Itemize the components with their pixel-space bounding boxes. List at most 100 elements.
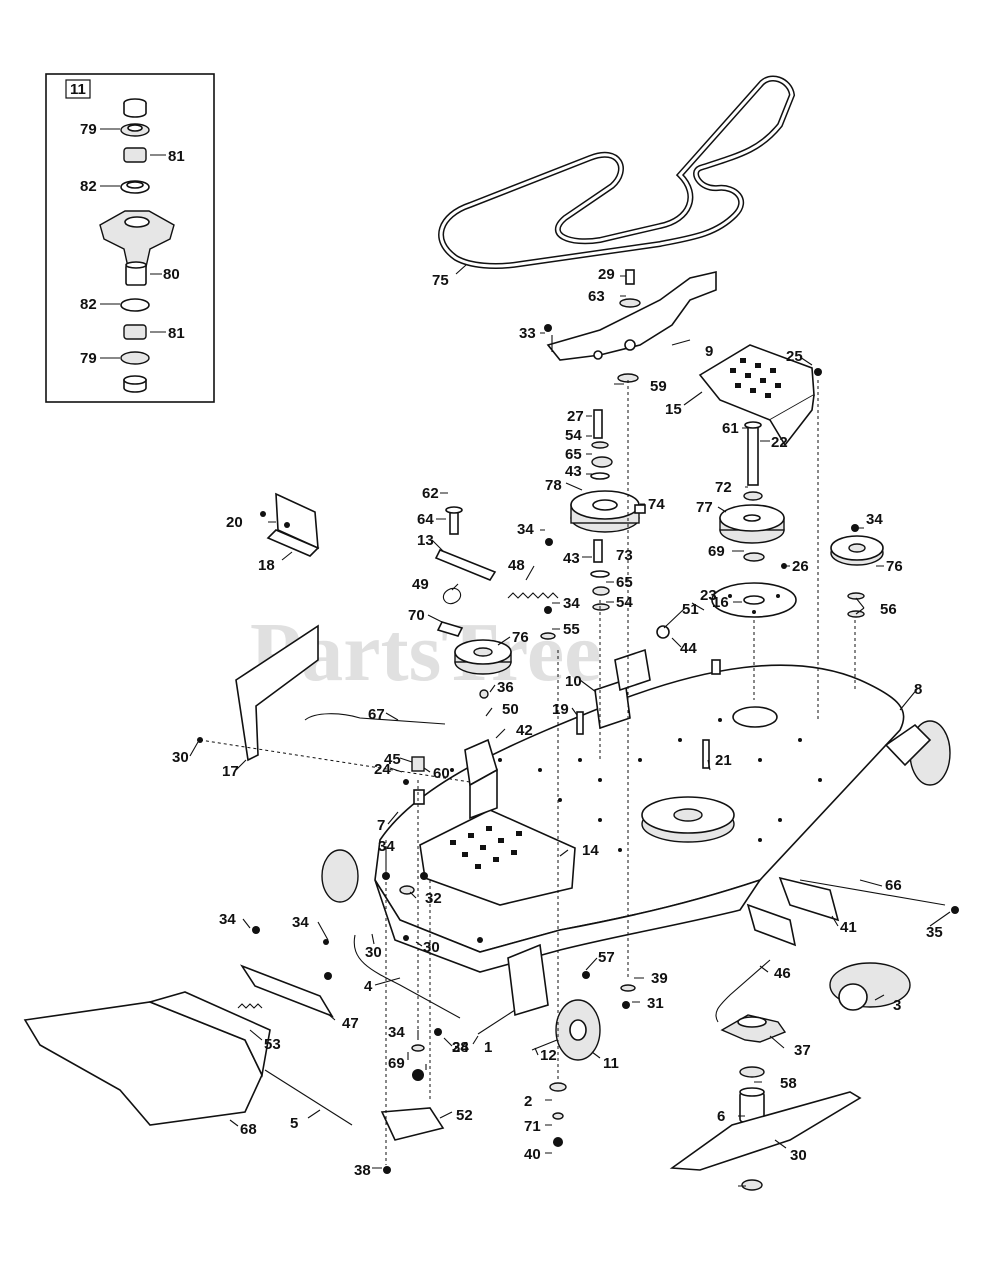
callout: 28	[452, 1039, 469, 1056]
callout: 68	[240, 1121, 257, 1138]
pulley-plate	[711, 582, 797, 618]
callout: 33	[519, 325, 536, 342]
callout: 34	[378, 838, 395, 855]
clutch-pulley	[570, 490, 646, 533]
callout: 3	[893, 997, 901, 1014]
callout: 64	[417, 511, 434, 528]
callout: 9	[705, 343, 713, 360]
idler-pulley-76-left	[454, 639, 512, 675]
callout: 58	[780, 1075, 797, 1092]
callout: 55	[563, 621, 580, 638]
callout: 34	[517, 521, 534, 538]
callout: 41	[840, 919, 857, 936]
callout: 77	[696, 499, 713, 516]
inset-label: 82	[80, 178, 97, 195]
inset-label: 80	[163, 266, 180, 283]
callout: 7	[377, 817, 385, 834]
callout: 25	[786, 348, 803, 365]
callout: 47	[342, 1015, 359, 1032]
callout: 34	[866, 511, 883, 528]
callout: 31	[647, 995, 664, 1012]
callout: 65	[565, 446, 582, 463]
callout: 34	[563, 595, 580, 612]
belt-cover-right	[698, 344, 815, 447]
callout: 65	[616, 574, 633, 591]
callout: 8	[914, 681, 922, 698]
inset-label: 81	[168, 148, 185, 165]
callout: 5	[290, 1115, 298, 1132]
callout: 69	[388, 1055, 405, 1072]
idler-pulley-77	[719, 504, 785, 544]
callout: 40	[524, 1146, 541, 1163]
callout: 51	[682, 601, 699, 618]
callout: 30	[172, 749, 189, 766]
callout: 73	[616, 547, 633, 564]
callout: 4	[364, 978, 373, 995]
callout: 45	[384, 751, 401, 768]
callout: 12	[540, 1047, 557, 1064]
callout: 44	[680, 640, 697, 657]
inset-title: 11	[70, 81, 86, 98]
callout: 16	[712, 594, 729, 611]
callout: 76	[886, 558, 903, 575]
callout: 15	[665, 401, 682, 418]
callout: 75	[432, 272, 449, 289]
callout: 30	[365, 944, 382, 961]
callout: 24	[374, 761, 391, 778]
callout: 49	[412, 576, 429, 593]
callout: 66	[885, 877, 902, 894]
callout: 74	[648, 496, 665, 513]
idler-pulley-76-right	[830, 535, 884, 566]
callout: 42	[516, 722, 533, 739]
callout: 38	[354, 1162, 371, 1179]
inset-label: 79	[80, 121, 97, 138]
callout: 62	[422, 485, 439, 502]
callout: 23	[700, 587, 717, 604]
callout: 56	[880, 601, 897, 618]
callout: 48	[508, 557, 525, 574]
callout: 19	[552, 701, 569, 718]
callout: 72	[715, 479, 732, 496]
callout: 37	[794, 1042, 811, 1059]
drive-belt	[438, 75, 796, 269]
callout: 22	[771, 434, 788, 451]
callout: 11	[603, 1055, 619, 1072]
callout: 1	[484, 1039, 492, 1056]
callout: 52	[456, 1107, 473, 1124]
callout: 43	[563, 550, 580, 567]
callout: 61	[722, 420, 739, 437]
callout: 60	[433, 765, 450, 782]
callout: 30	[790, 1147, 807, 1164]
callout: 78	[545, 477, 562, 494]
inset-label: 79	[80, 350, 97, 367]
callout: 18	[258, 557, 275, 574]
callout: 54	[565, 427, 582, 444]
callout: 59	[650, 378, 667, 395]
callout: 46	[774, 965, 791, 982]
callout: 34	[452, 1039, 469, 1056]
callout: 34	[388, 1024, 405, 1041]
callout: 50	[502, 701, 519, 718]
callout: 34	[292, 914, 309, 931]
callout: 20	[226, 514, 243, 531]
callout: 26	[792, 558, 809, 575]
callout: 6	[717, 1108, 725, 1125]
callout: 39	[651, 970, 668, 987]
discharge-chute	[23, 991, 271, 1126]
callout: 67	[368, 706, 385, 723]
callout: 35	[926, 924, 943, 941]
callout: 76	[512, 629, 529, 646]
inset-label: 81	[168, 325, 185, 342]
callout: 21	[715, 752, 732, 769]
callout: 70	[408, 607, 425, 624]
callout: 17	[222, 763, 239, 780]
callout: 2	[524, 1093, 532, 1110]
callout: 69	[708, 543, 725, 560]
callout: 53	[264, 1036, 281, 1053]
callout: 63	[588, 288, 605, 305]
inset-label: 82	[80, 296, 97, 313]
callout: 30	[423, 939, 440, 956]
idler-bracket	[546, 270, 717, 361]
callout: 34	[219, 911, 236, 928]
callout: 43	[565, 463, 582, 480]
